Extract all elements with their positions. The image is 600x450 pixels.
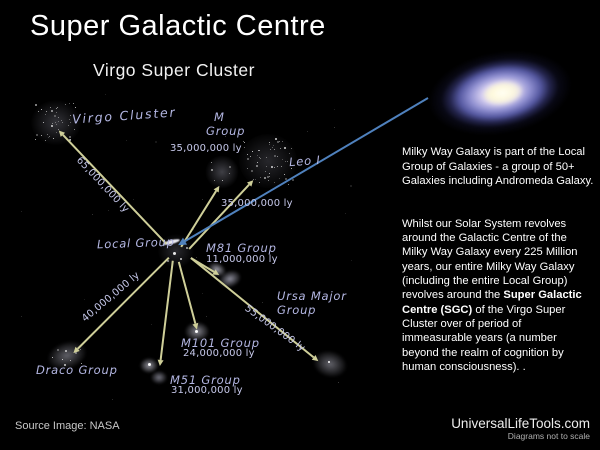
virgo-cluster-image: [31, 100, 81, 145]
label-m51-group: M51 Group: [170, 373, 241, 387]
distance-m81-group: 11,000,000 ly: [206, 254, 278, 265]
local-group-star: [180, 258, 182, 260]
label-ursa-major-group: Ursa Major Group: [277, 289, 347, 317]
page-title: Super Galactic Centre: [30, 10, 326, 42]
local-group-star: [167, 260, 169, 262]
website-text: UniversalLifeTools.com: [451, 416, 590, 431]
label-m-group-line1: M: [214, 110, 225, 124]
m-group-image: [205, 155, 239, 189]
label-ursa-line1: Ursa Major: [277, 289, 347, 303]
page-subtitle: Virgo Super Cluster: [93, 60, 255, 80]
label-ursa-line2: Group: [277, 303, 317, 317]
label-m81-group: M81 Group: [206, 241, 277, 255]
info-paragraph-2-bold: Super Galactic Centre (SGC): [402, 289, 582, 316]
info-paragraph-1: Milky Way Galaxy is part of the Local Gr…: [402, 145, 594, 188]
distance-m101-group: 24,000,000 ly: [183, 348, 255, 359]
m-group-stars: [210, 160, 234, 184]
leo-i-stars: [243, 138, 294, 185]
distance-m51-group: 31,000,000 ly: [171, 385, 243, 396]
distance-m-group: 35,000,000 ly: [170, 143, 242, 154]
source-credit: Source Image: NASA: [15, 420, 120, 432]
info-paragraph-2-post: of the Virgo Super Cluster over of perio…: [402, 303, 566, 373]
label-local-group: Local Group: [96, 234, 175, 252]
info-paragraph-2: Whilst our Solar System revolves around …: [402, 217, 594, 375]
background-stars: [0, 90, 380, 420]
scale-note: Diagrams not to scale: [507, 431, 590, 441]
m51-core: [148, 363, 151, 366]
m101-core: [195, 330, 198, 333]
info-panel: Milky Way Galaxy is part of the Local Gr…: [402, 131, 594, 403]
virgo-cluster-stars: [34, 103, 78, 141]
distance-leo-i: 35,000,000 ly: [221, 198, 293, 209]
ursa-core: [328, 361, 330, 363]
label-m-group-line2: Group: [206, 124, 246, 138]
m51-group-image-2: [151, 371, 167, 384]
local-group-star: [173, 252, 176, 255]
local-group-star: [186, 247, 188, 249]
label-m101-group: M101 Group: [181, 336, 260, 350]
label-leo-i: Leo I: [288, 152, 322, 170]
info-paragraph-2-pre: Whilst our Solar System revolves around …: [402, 217, 578, 302]
label-m-group: M Group: [206, 110, 245, 138]
info-paragraph-1-text: Milky Way Galaxy is part of the Local Gr…: [402, 146, 594, 187]
label-draco-group: Draco Group: [36, 363, 118, 377]
